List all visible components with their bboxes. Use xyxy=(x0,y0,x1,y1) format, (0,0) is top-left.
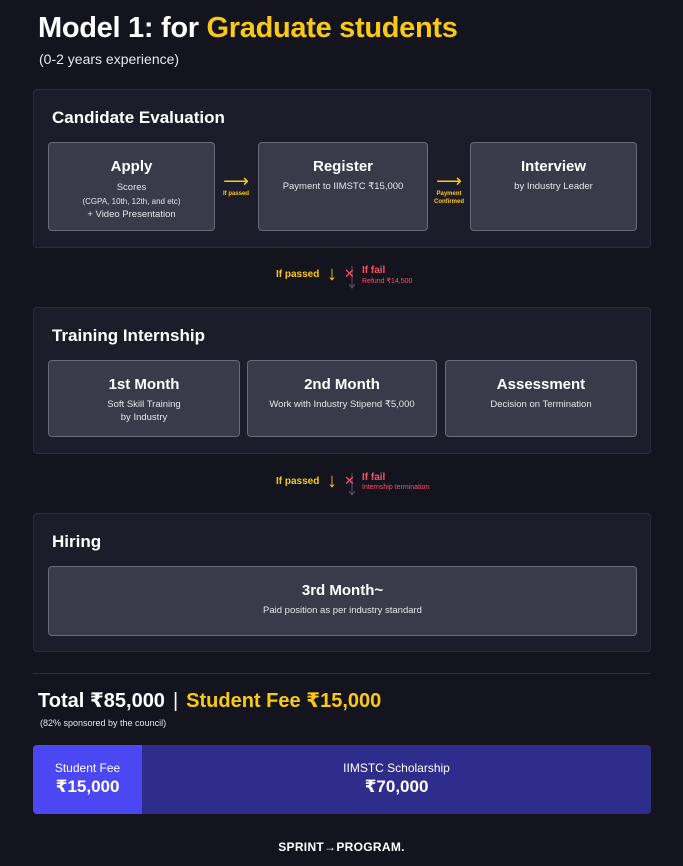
page-title: Model 1: for Graduate students xyxy=(38,12,458,45)
arrow-label-2: Confirmed xyxy=(434,199,464,205)
fail-detail: Refund ₹14,500 xyxy=(362,278,413,285)
card-subtitle: Paid position as per industry standard xyxy=(263,605,422,616)
arrow-label: If passed xyxy=(222,191,249,197)
segment-value: ₹15,000 xyxy=(55,777,120,796)
card-title: Register xyxy=(312,158,374,175)
card-subtitle-extra: + Video Presentation xyxy=(87,209,176,220)
interview-card: Interview by Industry Leader xyxy=(470,142,637,231)
training-internship-section: Training Internship 1st Month Soft Skill… xyxy=(33,307,651,454)
right-arrow-icon: ⟶ xyxy=(223,171,249,191)
pass-label: If passed xyxy=(276,269,320,280)
total-cost: Total ₹85,000 xyxy=(38,690,165,712)
fail-label: If fail xyxy=(362,472,386,483)
fail-detail: Internship termination xyxy=(362,484,430,491)
card-subtitle: by Industry Leader xyxy=(514,181,593,192)
card-title: 3rd Month~ xyxy=(301,582,384,599)
card-subtitle: Work with Industry Stipend ₹5,000 xyxy=(269,399,415,410)
grey-down-arrow-icon xyxy=(349,266,355,289)
card-subtitle: Decision on Termination xyxy=(490,399,592,410)
student-fee-segment: Student Fee ₹15,000 xyxy=(33,745,143,814)
scholarship-segment: IIMSTC Scholarship ₹70,000 xyxy=(142,745,651,814)
card-subtitle: Soft Skill Training xyxy=(107,399,181,410)
card-title: Assessment xyxy=(496,376,586,393)
decision-flow-1: If passed ↓ ✕ If fail Refund ₹14,500 xyxy=(276,263,476,295)
second-month-card: 2nd Month Work with Industry Stipend ₹5,… xyxy=(247,360,437,437)
section-title: Candidate Evaluation xyxy=(52,108,225,127)
logo-right: PROGRAM. xyxy=(336,840,405,854)
cost-summary: Total ₹85,000 | Student Fee ₹15,000 xyxy=(38,688,381,713)
card-subtitle: Scores xyxy=(116,182,147,193)
sponsor-note: (82% sponsored by the council) xyxy=(40,718,167,728)
segment-value: ₹70,000 xyxy=(364,777,429,796)
pass-label: If passed xyxy=(276,476,320,487)
decision-flow-2: If passed ↓ ✕ If fail Internship termina… xyxy=(276,470,476,502)
student-fee-highlight: Student Fee ₹15,000 xyxy=(186,690,382,712)
card-subtitle-2: by Industry xyxy=(120,412,168,423)
register-card: Register Payment to IIMSTC ₹15,000 xyxy=(258,142,428,231)
logo-left: SPRINT xyxy=(278,840,325,854)
grey-down-arrow-icon xyxy=(349,473,355,496)
segment-label: Student Fee xyxy=(54,761,121,775)
flow-arrow-payment: ⟶ Payment Confirmed xyxy=(432,172,466,206)
logo-arrow-icon: → xyxy=(324,840,337,854)
right-arrow-icon: ⟶ xyxy=(436,171,462,191)
title-prefix: Model 1: for xyxy=(38,12,207,44)
segment-label: IIMSTC Scholarship xyxy=(343,761,450,775)
apply-card: Apply Scores (CGPA, 10th, 12th, and etc)… xyxy=(48,142,215,231)
card-title: Interview xyxy=(520,158,587,175)
down-arrow-icon: ↓ xyxy=(327,263,337,285)
down-arrow-icon: ↓ xyxy=(327,470,337,492)
candidate-evaluation-section: Candidate Evaluation Apply Scores (CGPA,… xyxy=(33,89,651,248)
section-title: Training Internship xyxy=(52,326,206,345)
card-subtitle: Payment to IIMSTC ₹15,000 xyxy=(282,181,404,192)
flow-arrow-passed: ⟶ If passed xyxy=(220,172,252,198)
fail-x-icon: ✕ xyxy=(344,266,355,281)
cost-separator: | xyxy=(172,690,179,712)
card-title: Apply xyxy=(110,158,153,175)
card-title: 2nd Month xyxy=(304,376,380,393)
section-title: Hiring xyxy=(52,532,102,551)
page-subtitle: (0-2 years experience) xyxy=(39,51,180,67)
divider xyxy=(33,673,651,674)
assessment-card: Assessment Decision on Termination xyxy=(445,360,637,437)
third-month-card: 3rd Month~ Paid position as per industry… xyxy=(48,566,637,636)
fail-x-icon: ✕ xyxy=(344,473,355,488)
cost-breakdown-bar: Student Fee ₹15,000 IIMSTC Scholarship ₹… xyxy=(33,745,651,814)
title-accent: Graduate students xyxy=(206,12,458,44)
card-subtitle-detail: (CGPA, 10th, 12th, and etc) xyxy=(82,197,181,206)
hiring-section: Hiring 3rd Month~ Paid position as per i… xyxy=(33,513,651,652)
arrow-label: Payment xyxy=(436,191,462,197)
fail-label: If fail xyxy=(362,265,386,276)
first-month-card: 1st Month Soft Skill Training by Industr… xyxy=(48,360,240,437)
program-logo: SPRINT→PROGRAM. xyxy=(0,840,683,854)
card-title: 1st Month xyxy=(108,376,180,393)
